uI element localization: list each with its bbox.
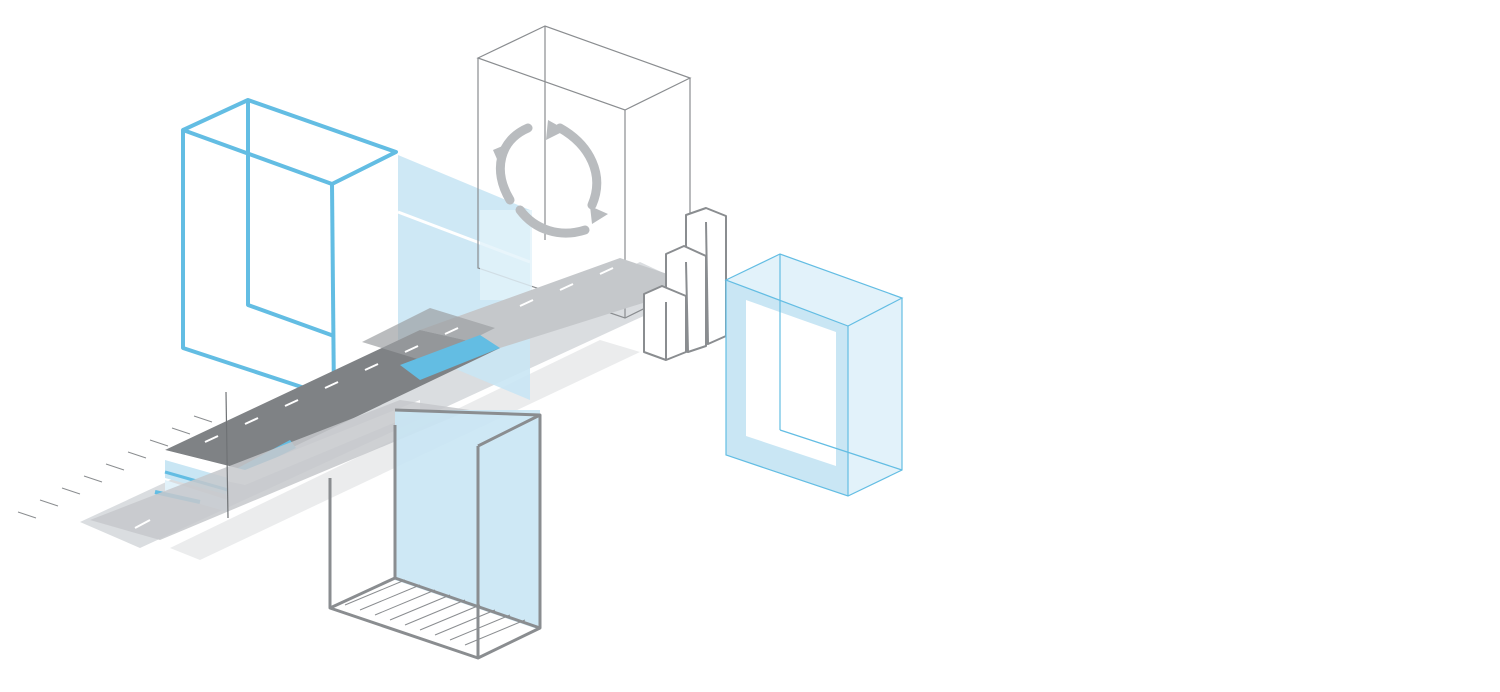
cycle-arrowheads bbox=[493, 120, 608, 224]
right-blue-panel-icon bbox=[724, 253, 904, 497]
road-icon bbox=[17, 258, 700, 540]
bar-towers-icon bbox=[643, 207, 727, 361]
top-box-haze bbox=[480, 210, 532, 300]
bottom-box-icon bbox=[328, 408, 542, 660]
road-edge-ticks bbox=[17, 415, 213, 519]
lane-dashes bbox=[134, 267, 614, 529]
left-blue-box-icon bbox=[181, 98, 398, 401]
